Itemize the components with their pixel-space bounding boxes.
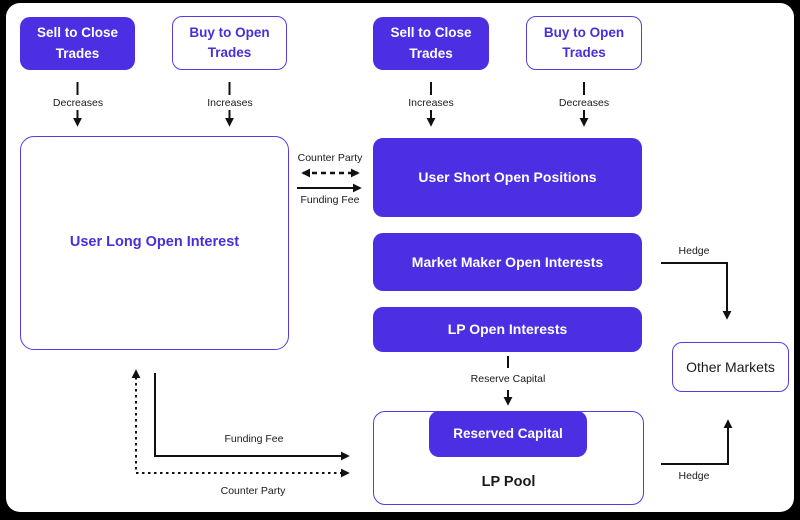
label-hedge-bottom: Hedge <box>678 470 710 482</box>
box-buy-to-open-left: Buy to Open Trades <box>172 16 287 70</box>
box-buy-to-open-right: Buy to Open Trades <box>526 16 642 70</box>
lp-pool-title: LP Pool <box>481 474 536 490</box>
label-increases-1: Increases <box>207 97 253 109</box>
label-decreases-2: Decreases <box>558 97 610 109</box>
label-counter-party-mid: Counter Party <box>297 152 363 164</box>
box-market-maker-open-interests: Market Maker Open Interests <box>373 233 642 291</box>
label-increases-2: Increases <box>408 97 454 109</box>
box-sell-to-close-left: Sell to Close Trades <box>20 17 135 70</box>
label-hedge-top: Hedge <box>678 245 710 257</box>
box-other-markets: Other Markets <box>672 342 789 392</box>
box-lp-open-interests: LP Open Interests <box>373 307 642 352</box>
arrow-counter-party-bottom <box>131 369 350 478</box>
label-decreases-1: Decreases <box>52 97 104 109</box>
arrow-hedge-top <box>661 262 732 320</box>
label-funding-fee-bottom: Funding Fee <box>224 433 284 445</box>
arrow-hedge-bottom <box>661 419 733 465</box>
box-sell-to-close-right: Sell to Close Trades <box>373 17 489 70</box>
label-counter-party-bottom: Counter Party <box>220 485 286 497</box>
box-reserved-capital: Reserved Capital <box>429 411 587 457</box>
label-reserve-capital: Reserve Capital <box>470 373 546 385</box>
label-funding-fee-mid: Funding Fee <box>300 194 360 206</box>
box-user-long-open-interest: User Long Open Interest <box>20 136 289 350</box>
box-user-short-open-positions: User Short Open Positions <box>373 138 642 217</box>
